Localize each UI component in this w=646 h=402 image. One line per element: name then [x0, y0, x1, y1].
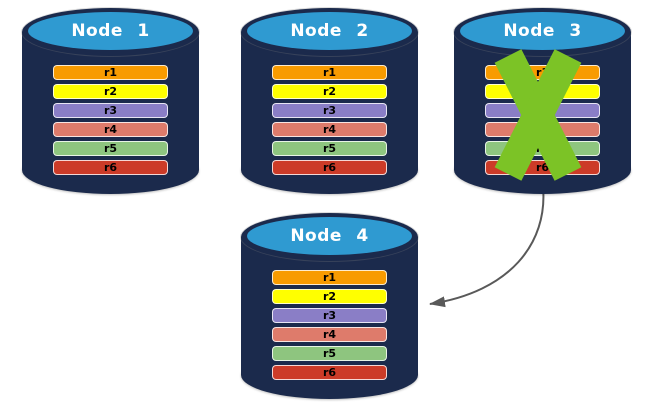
cylinder-top: Node 3: [460, 12, 625, 50]
cylinder-top: Node 4: [247, 217, 412, 255]
replica-row-r4: r4: [272, 122, 387, 137]
node-4-cylinder: Node 4 r1 r2 r3 r4 r5 r6: [241, 213, 418, 399]
replica-row-r5: r5: [53, 141, 168, 156]
replica-row-r5: r5: [272, 346, 387, 361]
node-3-cylinder: Node 3r1r2r3r4r5r6: [454, 8, 631, 194]
replica-rows: r1 r2 r3 r4 r5 r6: [53, 65, 168, 179]
replica-row-r6: r6: [272, 365, 387, 380]
cylinder-top-rim: Node 1: [22, 8, 199, 56]
cylinder-top: Node 1: [28, 12, 193, 50]
node-2-cylinder: Node 2 r1 r2 r3 r4 r5 r6: [241, 8, 418, 194]
replica-row-r1: r1: [53, 65, 168, 80]
cylinder-top: Node 2: [247, 12, 412, 50]
cylinder-top-rim: Node 2: [241, 8, 418, 56]
arrow-curve: [429, 186, 545, 308]
replica-rows: r1 r2 r3 r4 r5 r6: [272, 270, 387, 384]
replica-row-r6: r6: [272, 160, 387, 175]
replica-row-r2: r2: [272, 84, 387, 99]
node-title: Node 4: [290, 226, 369, 246]
cylinder-top-rim: Node 3: [454, 8, 631, 56]
node-1-cylinder: Node 1 r1 r2 r3 r4 r5 r6: [22, 8, 199, 194]
replica-row-r6: r6: [53, 160, 168, 175]
replica-row-r1: r1: [272, 65, 387, 80]
replica-row-r1: r1: [272, 270, 387, 285]
node-title: Node 3: [503, 21, 582, 41]
replica-row-r5: r5: [272, 141, 387, 156]
node-title: Node 2: [290, 21, 369, 41]
replica-row-r4: r4: [53, 122, 168, 137]
replica-row-r4: r4: [272, 327, 387, 342]
replica-row-r2: r2: [53, 84, 168, 99]
replica-row-r3: r3: [272, 103, 387, 118]
cylinder-top-rim: Node 4: [241, 213, 418, 261]
x-mark-icon: [494, 49, 582, 181]
node-title: Node 1: [71, 21, 150, 41]
replica-row-r3: r3: [272, 308, 387, 323]
replica-row-r3: r3: [53, 103, 168, 118]
replica-rows: r1 r2 r3 r4 r5 r6: [272, 65, 387, 179]
replica-row-r2: r2: [272, 289, 387, 304]
